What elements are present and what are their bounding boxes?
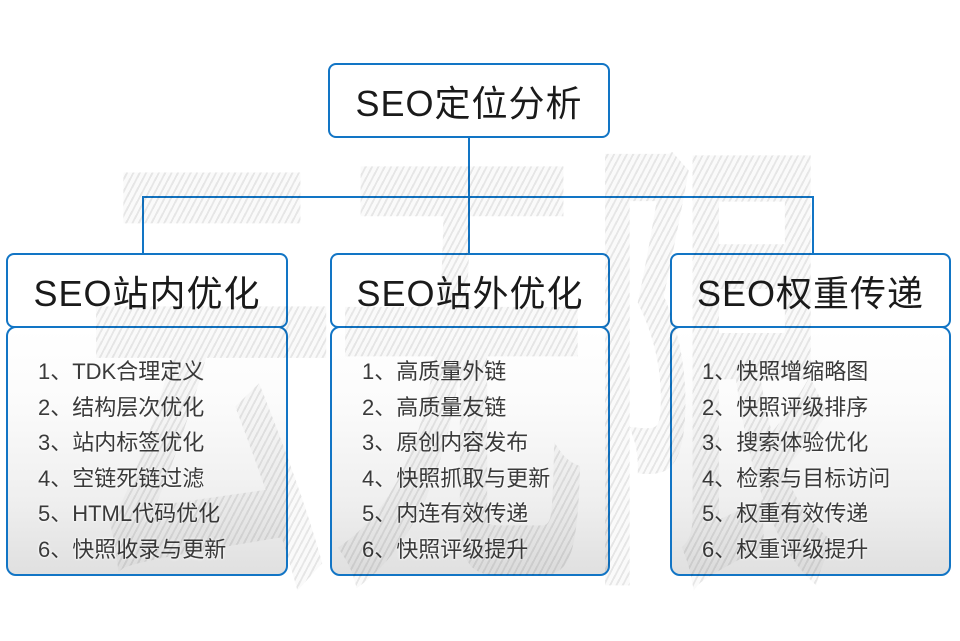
connector-right-vertical	[812, 196, 814, 254]
list-item: 3、搜索体验优化	[702, 430, 869, 455]
list-item: 1、高质量外链	[362, 359, 507, 384]
connector-left-vertical	[142, 196, 144, 254]
list-item: 4、空链死链过滤	[38, 465, 205, 491]
list-item: 1、TDK合理定义	[38, 359, 205, 384]
root-node-seo-positioning: SEO定位分析	[328, 63, 610, 138]
list-item: 4、检索与目标访问	[702, 465, 891, 491]
connector-middle-vertical	[468, 196, 470, 254]
list-item: 5、内连有效传递	[362, 501, 529, 526]
list-item: 2、快照评级排序	[702, 394, 869, 420]
list-item: 2、高质量友链	[362, 394, 507, 420]
list-item: 6、权重评级提升	[702, 536, 869, 562]
connector-top-vertical	[468, 138, 470, 198]
list-item: 3、站内标签优化	[38, 430, 205, 455]
list-item: 4、快照抓取与更新	[362, 465, 551, 491]
column-weight-list: 1、快照增缩略图 2、快照评级排序 3、搜索体验优化 4、检索与目标访问 5、权…	[670, 326, 951, 576]
list-item: 6、快照收录与更新	[38, 536, 227, 562]
column-onsite-list: 1、TDK合理定义 2、结构层次优化 3、站内标签优化 4、空链死链过滤 5、H…	[6, 326, 288, 576]
column-offsite-list: 1、高质量外链 2、高质量友链 3、原创内容发布 4、快照抓取与更新 5、内连有…	[330, 326, 610, 576]
list-item: 5、HTML代码优化	[38, 501, 221, 526]
column-onsite-header: SEO站内优化	[6, 253, 288, 328]
list-item: 3、原创内容发布	[362, 430, 529, 455]
list-item: 6、快照评级提升	[362, 536, 529, 562]
connector-horizontal	[142, 196, 814, 198]
column-offsite-header: SEO站外优化	[330, 253, 610, 328]
list-item: 1、快照增缩略图	[702, 359, 869, 384]
list-item: 5、权重有效传递	[702, 501, 869, 526]
list-item: 2、结构层次优化	[38, 394, 205, 420]
column-weight-header: SEO权重传递	[670, 253, 951, 328]
